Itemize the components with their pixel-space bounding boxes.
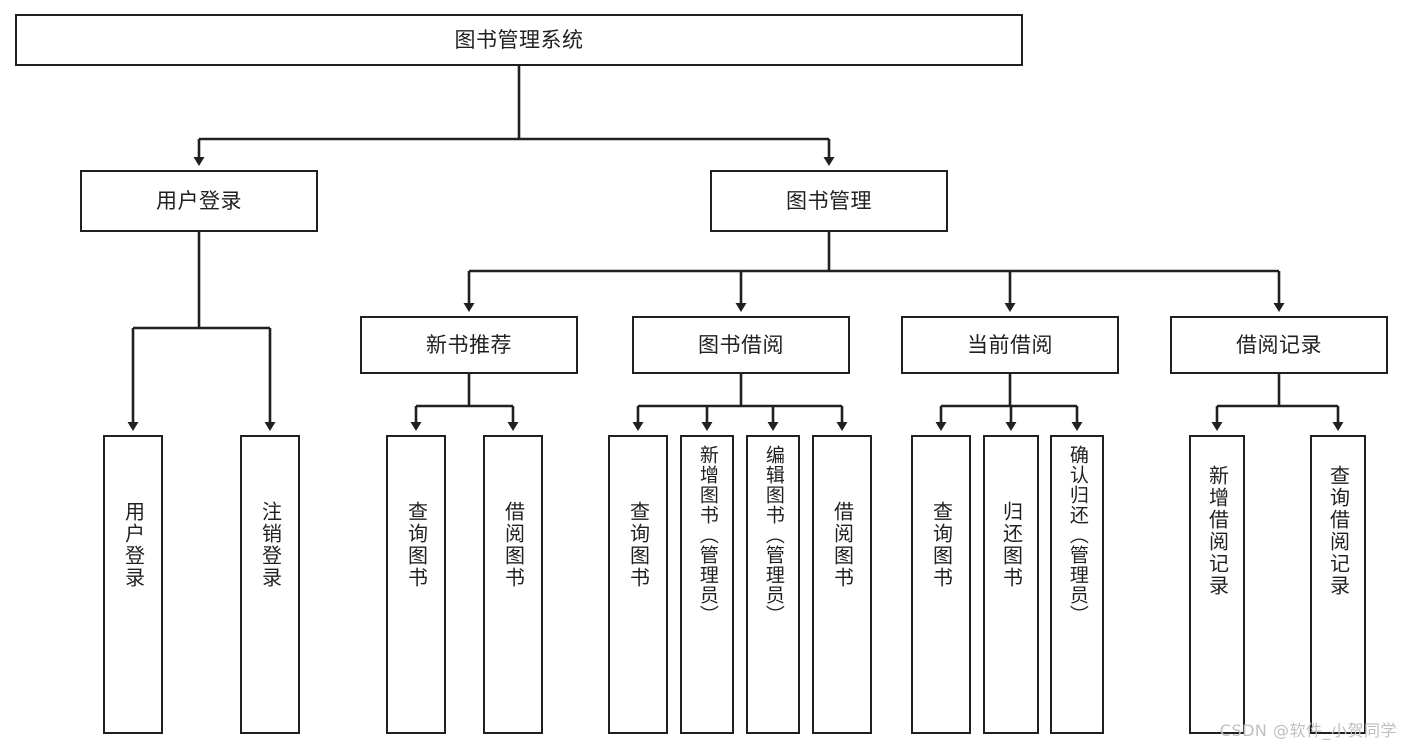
leaf-add-borrow-record[interactable]: 新增借阅记录	[1189, 435, 1245, 734]
leaf-query-book-newbook-label: 查询图书	[404, 501, 429, 589]
node-book-borrow[interactable]: 图书借阅	[632, 316, 850, 374]
leaf-query-borrow-record-label: 查询借阅记录	[1326, 465, 1351, 597]
node-book-management-label: 图书管理	[786, 188, 872, 213]
leaf-query-borrow-record[interactable]: 查询借阅记录	[1310, 435, 1366, 734]
leaf-user-login[interactable]: 用户登录	[103, 435, 163, 734]
leaf-add-borrow-record-label: 新增借阅记录	[1205, 465, 1230, 597]
node-user-login[interactable]: 用户登录	[80, 170, 318, 232]
leaf-logout[interactable]: 注销登录	[240, 435, 300, 734]
leaf-query-book-borrow[interactable]: 查询图书	[608, 435, 668, 734]
node-new-book-recommend[interactable]: 新书推荐	[360, 316, 578, 374]
leaf-return-book[interactable]: 归还图书	[983, 435, 1039, 734]
node-book-borrow-label: 图书借阅	[698, 332, 784, 357]
leaf-lend-book[interactable]: 借阅图书	[812, 435, 872, 734]
leaf-confirm-return-admin-label: 确认归还（管理员）	[1066, 445, 1089, 625]
leaf-query-book-newbook[interactable]: 查询图书	[386, 435, 446, 734]
leaf-logout-label: 注销登录	[258, 501, 283, 589]
leaf-confirm-return-admin[interactable]: 确认归还（管理员）	[1050, 435, 1104, 734]
node-borrow-record-label: 借阅记录	[1236, 332, 1322, 357]
leaf-query-book-borrow-label: 查询图书	[626, 501, 651, 589]
node-book-management[interactable]: 图书管理	[710, 170, 948, 232]
leaf-add-book-admin-label: 新增图书（管理员）	[696, 445, 719, 625]
node-root[interactable]: 图书管理系统	[15, 14, 1023, 66]
leaf-return-book-label: 归还图书	[999, 501, 1024, 589]
leaf-edit-book-admin-label: 编辑图书（管理员）	[762, 445, 785, 625]
leaf-user-login-label: 用户登录	[121, 501, 146, 589]
leaf-borrow-book-newbook-label: 借阅图书	[501, 501, 526, 589]
leaf-add-book-admin[interactable]: 新增图书（管理员）	[680, 435, 734, 734]
node-current-borrow-label: 当前借阅	[967, 332, 1053, 357]
leaf-borrow-book-newbook[interactable]: 借阅图书	[483, 435, 543, 734]
node-root-label: 图书管理系统	[454, 27, 584, 52]
node-user-login-label: 用户登录	[156, 188, 242, 213]
leaf-query-book-current[interactable]: 查询图书	[911, 435, 971, 734]
leaf-edit-book-admin[interactable]: 编辑图书（管理员）	[746, 435, 800, 734]
leaf-lend-book-label: 借阅图书	[830, 501, 855, 589]
csdn-watermark: CSDN @软件_小贺同学	[1219, 721, 1397, 740]
node-new-book-recommend-label: 新书推荐	[426, 332, 512, 357]
node-borrow-record[interactable]: 借阅记录	[1170, 316, 1388, 374]
leaf-query-book-current-label: 查询图书	[929, 501, 954, 589]
node-current-borrow[interactable]: 当前借阅	[901, 316, 1119, 374]
